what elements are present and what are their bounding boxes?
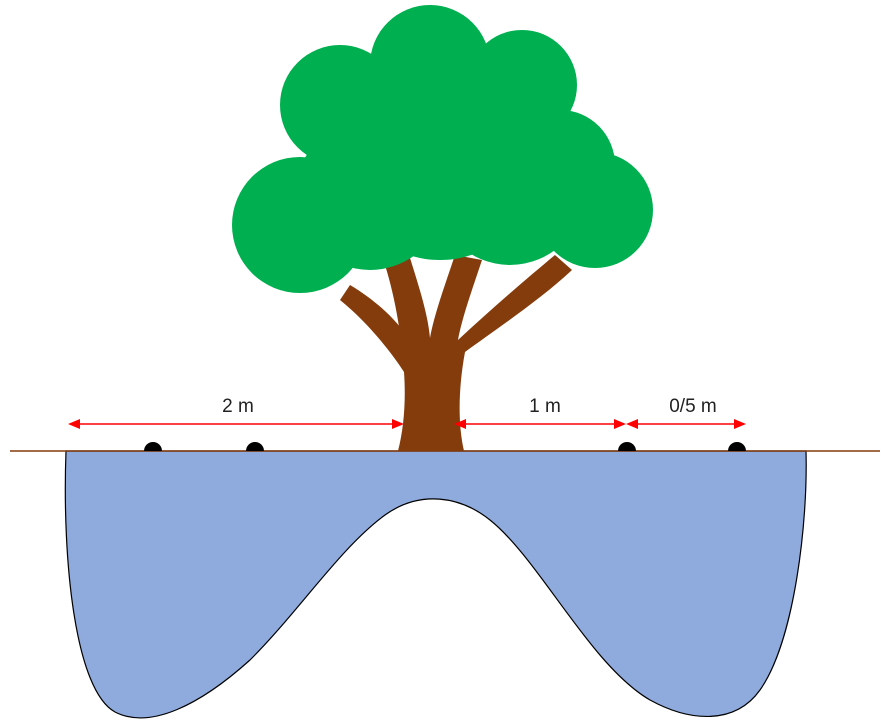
- arrow-left-distance: [68, 419, 404, 429]
- label-left-distance: 2 m: [222, 396, 254, 417]
- label-middle-distance: 1 m: [529, 396, 561, 417]
- water-body: [64, 450, 807, 719]
- label-right-distance: 0/5 m: [669, 396, 717, 417]
- tree-trunk: [340, 255, 572, 451]
- marker-4: [728, 442, 746, 451]
- marker-1: [144, 442, 162, 451]
- dimension-arrows: [68, 419, 746, 429]
- arrow-right-distance: [626, 419, 746, 429]
- marker-2: [246, 442, 264, 451]
- marker-3: [618, 442, 636, 451]
- arrow-middle-distance: [454, 419, 626, 429]
- ground-markers: [144, 442, 746, 451]
- tree-foliage: [232, 5, 653, 293]
